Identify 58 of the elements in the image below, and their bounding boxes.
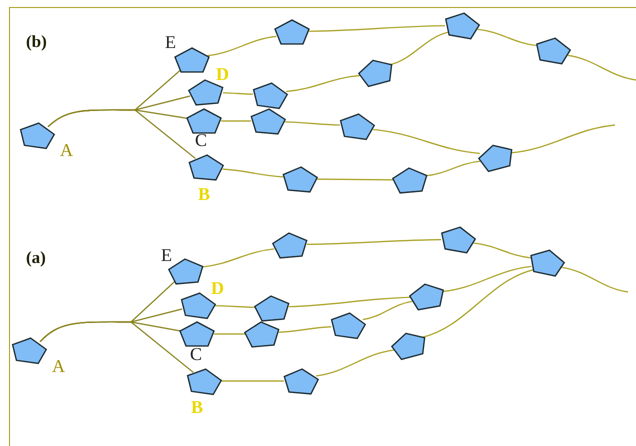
pentagon-node — [186, 108, 222, 134]
node-letter: D — [216, 65, 229, 83]
connector-line — [288, 296, 410, 308]
connector-line — [208, 36, 276, 56]
connector-line — [421, 268, 535, 338]
node-letter: C — [190, 345, 202, 363]
connector-line — [214, 333, 245, 335]
connector-line — [474, 242, 532, 259]
connector-line — [222, 92, 254, 95]
connector-line — [286, 74, 360, 92]
connector-line — [373, 128, 480, 154]
panel-label: (b) — [26, 33, 47, 50]
connector-line — [362, 300, 412, 320]
connector-line — [284, 121, 340, 126]
pentagon-node — [328, 310, 368, 340]
connector-line — [568, 54, 636, 81]
pentagon-node — [282, 366, 320, 396]
pentagon-node — [250, 80, 290, 110]
node-letter: B — [198, 185, 210, 203]
pentagon-node — [274, 19, 310, 45]
connector-line — [426, 160, 480, 176]
connector-line — [316, 349, 394, 377]
connector-line — [512, 124, 616, 154]
connector-line — [222, 168, 284, 178]
pentagon-node — [174, 47, 210, 73]
node-letter: E — [165, 33, 176, 51]
pentagon-node — [179, 321, 215, 347]
connector-line — [317, 178, 393, 180]
node-letter: E — [161, 246, 172, 264]
pentagon-node — [186, 152, 226, 182]
pentagon-node — [184, 366, 224, 396]
connector-line — [306, 239, 442, 245]
connector-line — [278, 326, 332, 333]
node-letter: D — [211, 279, 224, 297]
connector-line — [478, 28, 538, 46]
pentagon-node — [390, 165, 430, 195]
connector-line — [308, 25, 446, 32]
connector-line — [202, 248, 274, 268]
pentagon-node — [242, 319, 282, 349]
pentagon-node — [270, 230, 310, 260]
connector-line — [214, 305, 256, 308]
connector-line — [221, 380, 284, 382]
connector-line — [221, 120, 251, 122]
connector-line — [562, 266, 628, 293]
connector-line — [48, 109, 196, 159]
node-letter: A — [60, 141, 73, 159]
panel-label: (a) — [26, 249, 46, 266]
node-letter: A — [52, 357, 65, 375]
pentagon-node — [9, 334, 49, 366]
node-letter: C — [195, 131, 208, 149]
pentagon-node — [17, 120, 57, 150]
pentagon-node — [280, 164, 320, 194]
connector-line — [40, 321, 194, 373]
connector-line — [442, 266, 532, 292]
pentagon-node — [252, 293, 292, 323]
pentagon-node — [337, 110, 377, 142]
node-letter: B — [191, 398, 204, 416]
pentagon-node — [248, 106, 288, 136]
